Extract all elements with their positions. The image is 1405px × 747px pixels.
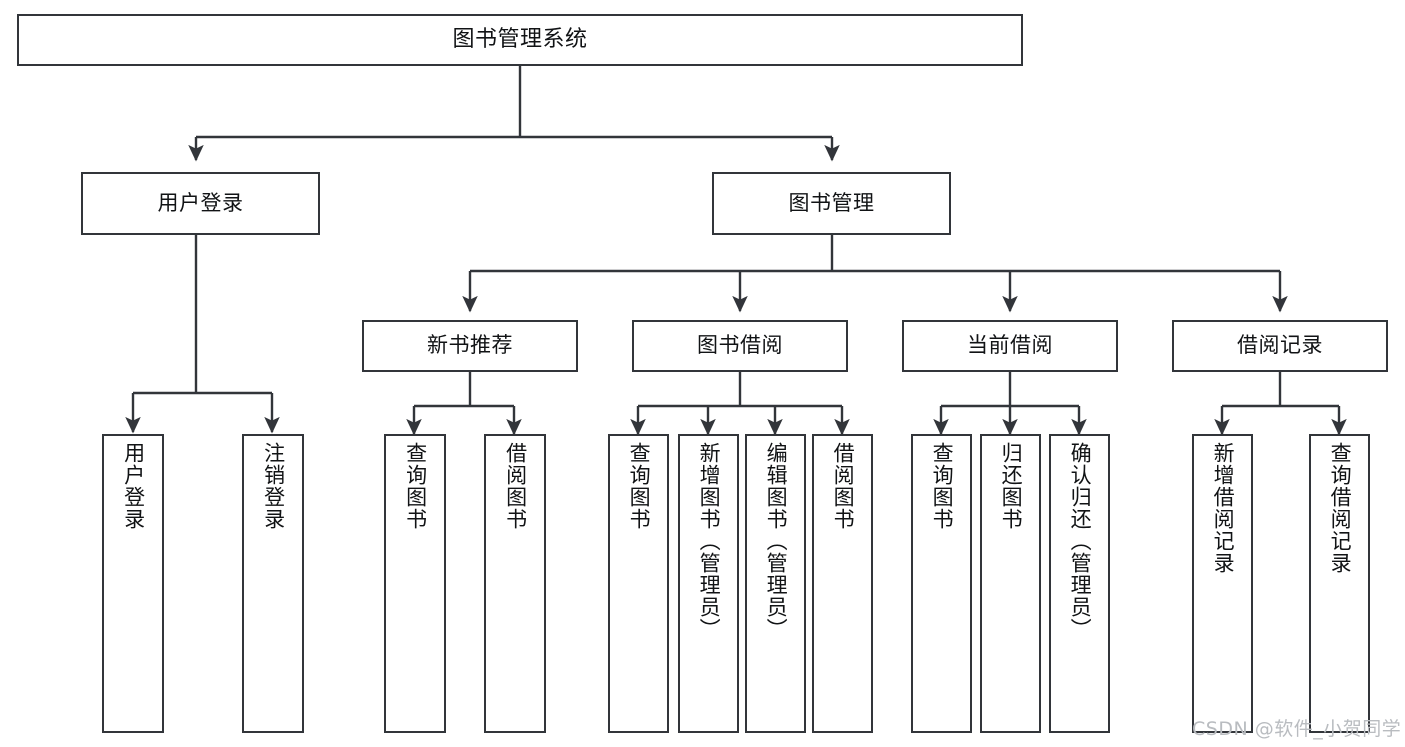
leaf-borrow-borrow-book[interactable]: 借阅图书 <box>812 434 873 733</box>
node-label: 借阅记录 <box>1237 333 1323 358</box>
node-book-management[interactable]: 图书管理 <box>712 172 951 235</box>
node-label: 新书推荐 <box>427 333 513 358</box>
node-label: 新增借阅记录 <box>1211 442 1236 574</box>
node-label: 用户登录 <box>121 442 146 530</box>
node-borrow-record[interactable]: 借阅记录 <box>1172 320 1388 372</box>
leaf-record-query-record[interactable]: 查询借阅记录 <box>1309 434 1370 733</box>
leaf-user-login-login[interactable]: 用户登录 <box>102 434 164 733</box>
leaf-borrow-add-book-admin[interactable]: 新增图书（管理员） <box>678 434 739 733</box>
node-label: 图书借阅 <box>697 333 783 358</box>
node-label: 查询图书 <box>627 442 652 530</box>
leaf-recommend-borrow-book[interactable]: 借阅图书 <box>484 434 546 733</box>
node-label: 借阅图书 <box>831 442 856 530</box>
node-label: 查询借阅记录 <box>1328 442 1353 574</box>
node-label: 注销登录 <box>261 442 286 530</box>
node-user-login[interactable]: 用户登录 <box>81 172 320 235</box>
node-label: 新增图书（管理员） <box>697 442 722 640</box>
node-current-borrow[interactable]: 当前借阅 <box>902 320 1118 372</box>
node-new-book-recommend[interactable]: 新书推荐 <box>362 320 578 372</box>
node-label: 查询图书 <box>930 442 955 530</box>
leaf-recommend-query-book[interactable]: 查询图书 <box>384 434 446 733</box>
leaf-current-confirm-return-admin[interactable]: 确认归还（管理员） <box>1049 434 1110 733</box>
node-label: 借阅图书 <box>503 442 528 530</box>
node-label: 确认归还（管理员） <box>1068 442 1093 640</box>
node-label: 查询图书 <box>403 442 428 530</box>
node-label: 当前借阅 <box>967 333 1053 358</box>
node-label: 编辑图书（管理员） <box>764 442 789 640</box>
node-label: 图书管理系统 <box>452 26 588 52</box>
node-label: 用户登录 <box>157 190 244 215</box>
leaf-borrow-query-book[interactable]: 查询图书 <box>608 434 669 733</box>
node-book-borrow[interactable]: 图书借阅 <box>632 320 848 372</box>
leaf-record-add-record[interactable]: 新增借阅记录 <box>1192 434 1253 733</box>
leaf-borrow-edit-book-admin[interactable]: 编辑图书（管理员） <box>745 434 806 733</box>
leaf-user-login-logout[interactable]: 注销登录 <box>242 434 304 733</box>
csdn-watermark: CSDN @软件_小贺同学 <box>1192 718 1402 740</box>
node-label: 图书管理 <box>788 190 875 215</box>
node-label: 归还图书 <box>999 442 1024 530</box>
node-root-system[interactable]: 图书管理系统 <box>17 14 1023 66</box>
leaf-current-query-book[interactable]: 查询图书 <box>911 434 972 733</box>
leaf-current-return-book[interactable]: 归还图书 <box>980 434 1041 733</box>
